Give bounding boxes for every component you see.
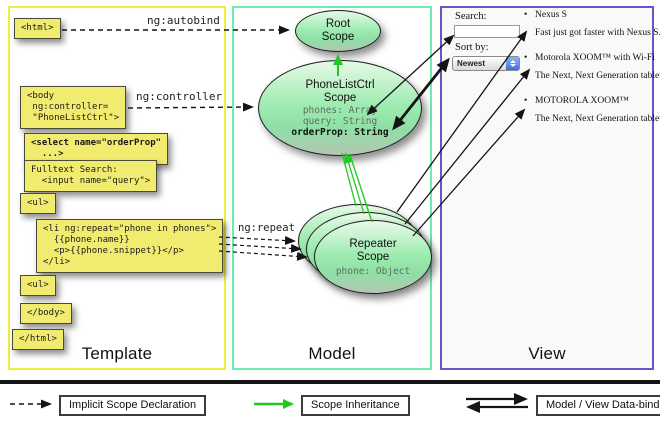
root-scope-title: Root Scope [321,18,355,43]
dropdown-stepper-icon [506,57,519,70]
phonelistctrl-scope-title: PhoneListCtrl Scope [305,78,375,104]
code-body-open: <body ng:controller= "PhoneListCtrl"> [20,86,127,129]
model-column-label: Model [308,344,356,363]
scope-prop-query: query: String [302,115,378,127]
search-input[interactable] [454,25,520,38]
search-label: Search: [455,11,487,22]
repeater-scope-title: Repeater Scope [349,237,397,263]
phone-title: Motorola XOOM™ with Wi-Fi [535,53,655,63]
scope-prop-phones: phones: Array [302,104,378,116]
phone-title: Nexus S [535,10,567,20]
view-column-label: View [528,344,566,363]
label-ng-controller: ng:controller [136,90,223,103]
legend-data-binding: Model / View Data-binding [536,395,660,416]
code-html-close: </html> [12,329,64,350]
phone-list-item: • Nexus S Fast just got faster with Nexus… [524,10,660,38]
code-body-close: </body> [20,303,72,324]
legend-scope-inheritance: Scope Inheritance [301,395,410,416]
phone-desc: Fast just got faster with Nexus S. [535,28,660,38]
code-ul-open: <ul> [20,193,56,214]
sort-by-label: Sort by: [455,42,489,53]
code-li-repeat: <li ng:repeat="phone in phones"> {{phone… [36,219,224,273]
legend-double-arrow-icon [466,393,528,413]
legend-separator [0,380,660,384]
phone-desc: The Next, Next Generation tablet. [535,114,660,124]
bullet-icon: • [524,96,528,106]
legend-implicit-scope: Implicit Scope Declaration [59,395,207,416]
phone-list-item: • MOTOROLA XOOM™ The Next, Next Generatio… [524,96,660,124]
root-scope-ellipse: Root Scope [295,10,381,52]
phone-title: MOTOROLA XOOM™ [535,96,629,106]
phone-list-item: • Motorola XOOM™ with Wi-Fi The Next, Nex… [524,53,660,81]
scope-prop-phone: phone: Object [335,265,411,277]
repeater-scope-ellipse-front: Repeater Scope phone: Object [314,220,432,294]
label-ng-autobind: ng:autobind [147,14,220,27]
template-column-label: Template [81,344,153,363]
code-html-open: <html> [14,18,61,39]
scope-prop-orderprop: orderProp: String [291,126,389,138]
sort-dropdown[interactable]: Newest [452,56,520,71]
label-ng-repeat: ng:repeat [238,222,295,234]
code-fulltext-search: Fulltext Search: <input name="query"> [24,160,158,192]
code-ul-close: <ul> [20,275,56,296]
phone-desc: The Next, Next Generation tablet. [535,71,660,81]
sort-dropdown-value: Newest [457,59,486,68]
bullet-icon: • [524,53,528,63]
bullet-icon: • [524,10,528,20]
phonelistctrl-scope-ellipse: PhoneListCtrl Scope phones: Array query:… [258,60,422,156]
